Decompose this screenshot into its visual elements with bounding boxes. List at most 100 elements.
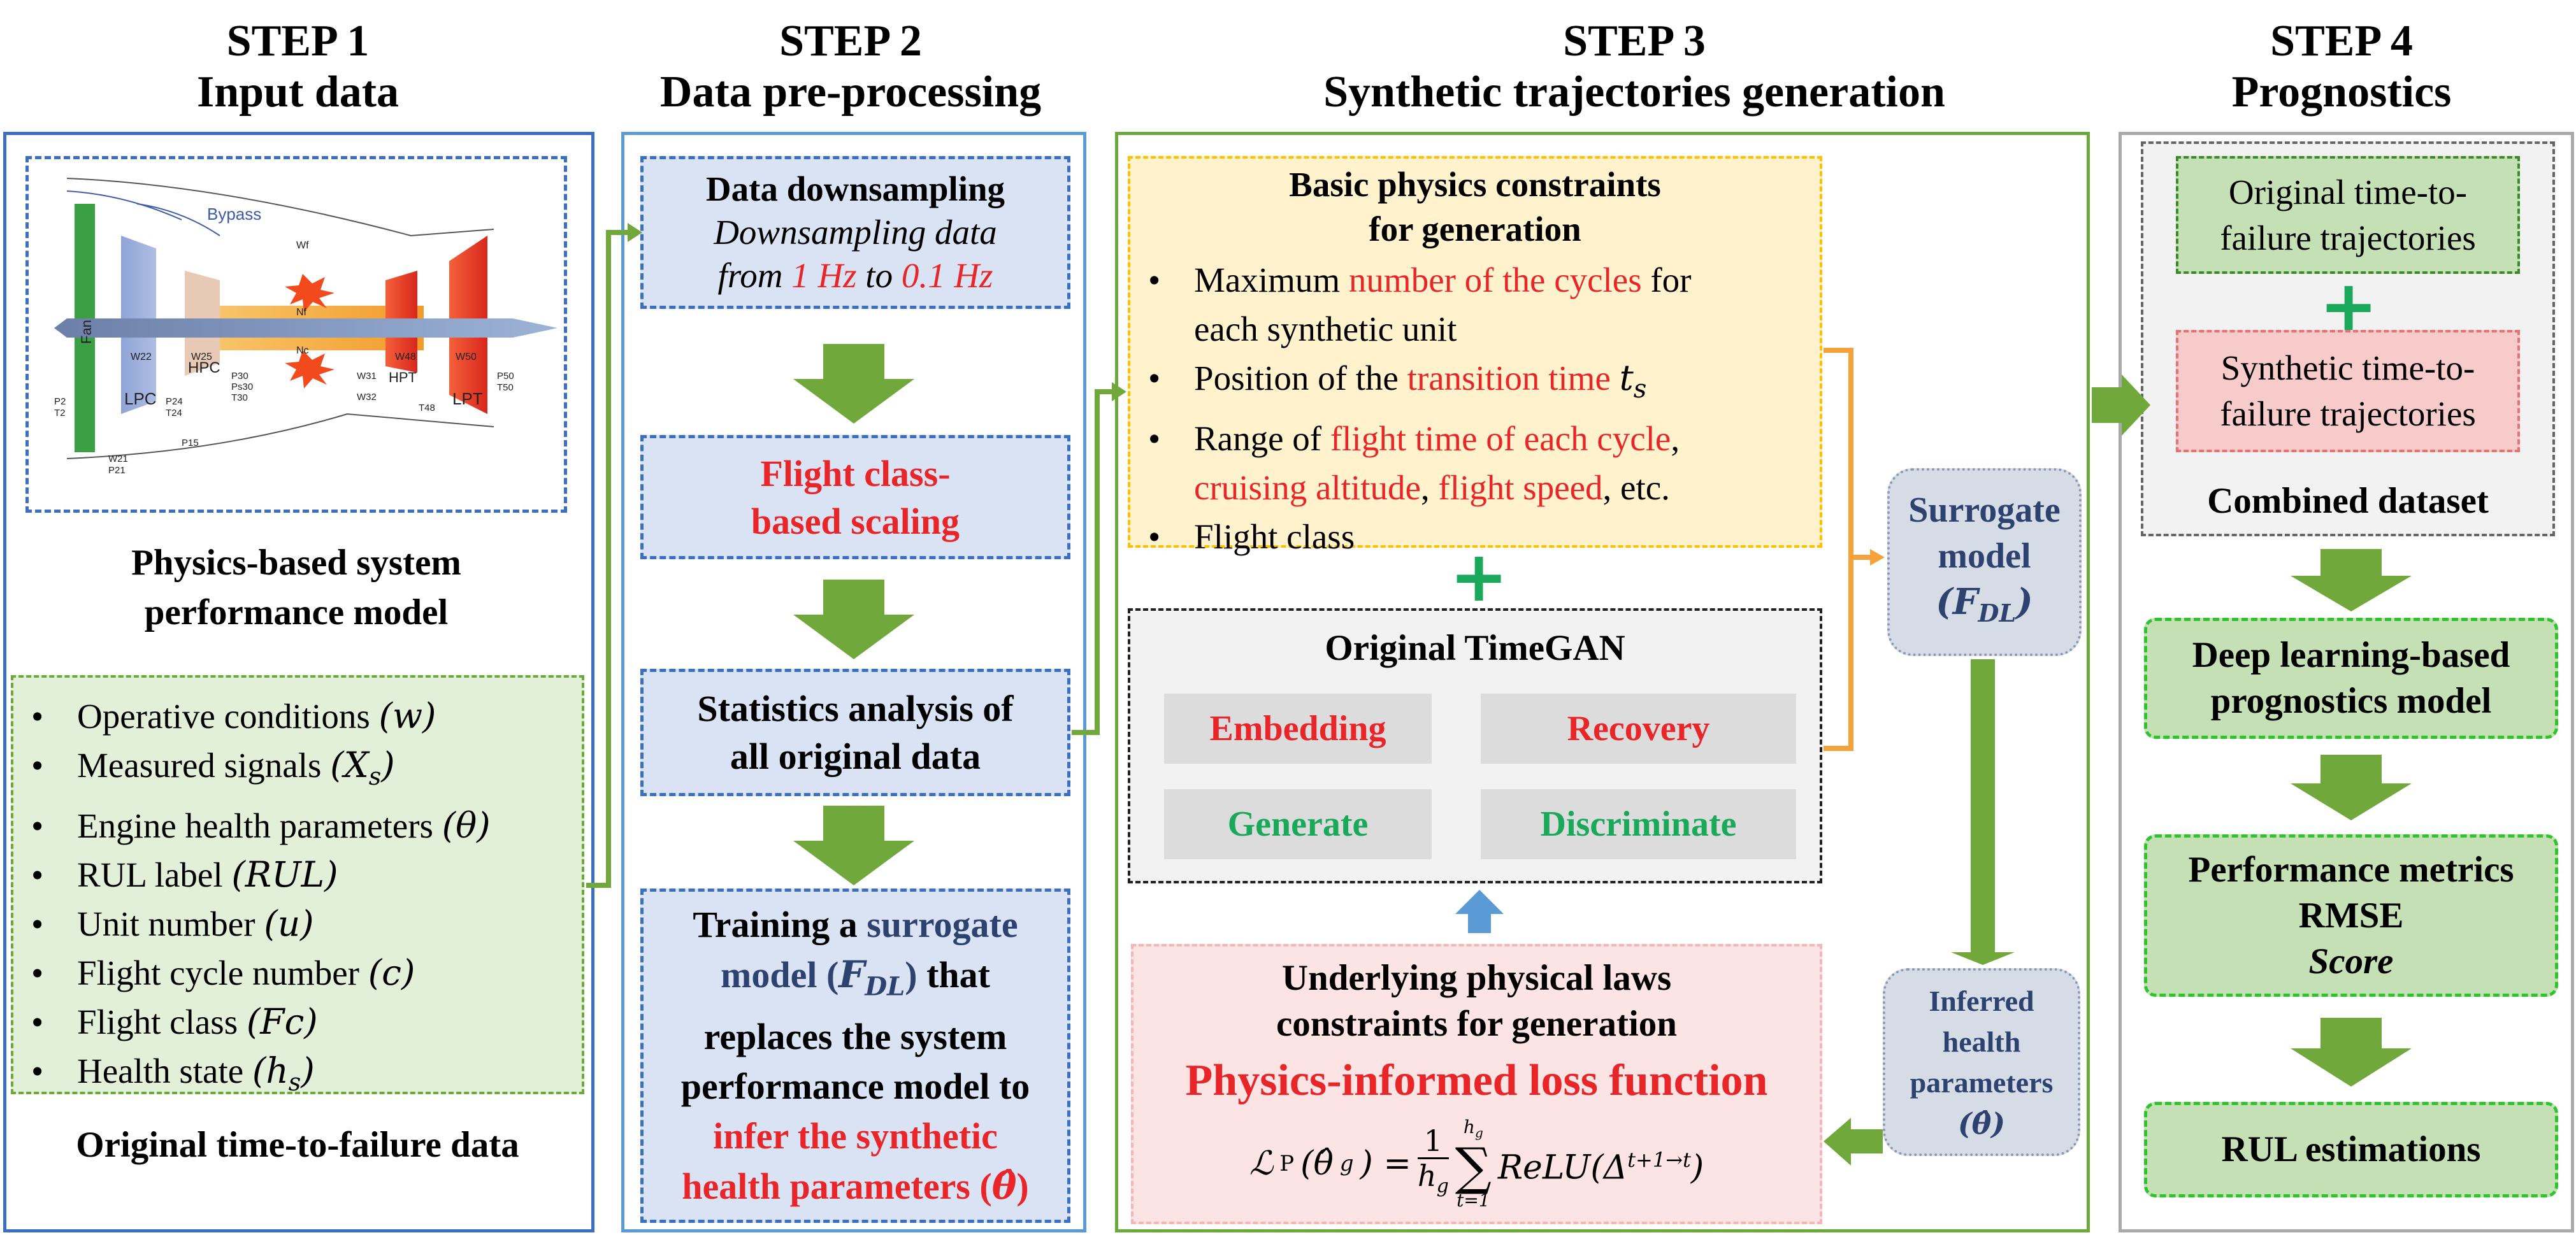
- timegan-generate: Generate: [1164, 789, 1432, 859]
- label-t2: T2: [54, 408, 66, 418]
- dl-l1: Deep learning-based: [2192, 635, 2510, 675]
- arrow-down-3: [793, 806, 914, 885]
- surrogate-l1: Surrogate: [1908, 490, 2061, 531]
- label-w48: W48: [395, 352, 416, 362]
- arrow-down-6: [2291, 1018, 2412, 1087]
- label-p50: P50: [497, 371, 514, 382]
- label-lpc: LPC: [124, 389, 157, 408]
- constraints-title-l2: for generation: [1369, 210, 1581, 248]
- training-l1: Training a surrogate: [693, 904, 1018, 946]
- downsampling-text: Downsampling data: [714, 213, 997, 252]
- connector-step2-step3: [1072, 389, 1112, 735]
- step1-heading: STEP 1 Input data: [0, 16, 596, 118]
- syn-l2: failure trajectories: [2220, 394, 2476, 433]
- step4-panel: [2119, 132, 2574, 1232]
- label-t50: T50: [497, 382, 514, 393]
- training-l3: replaces the system: [703, 1015, 1007, 1057]
- inferred-l2: health: [1942, 1025, 2021, 1058]
- label-hpc: HPC: [188, 359, 220, 376]
- step2-number: STEP 2: [779, 17, 922, 66]
- timegan-box: Original TimeGAN Embedding Recovery Gene…: [1128, 608, 1822, 883]
- arrow-down-1: [793, 344, 914, 424]
- physical-laws-box: Underlying physical laws constraints for…: [1131, 944, 1822, 1224]
- step4-heading: STEP 4 Prognostics: [2119, 16, 2565, 118]
- dl-prognostics-box: Deep learning-based prognostics model: [2144, 618, 2558, 739]
- loss-function-title: Physics-informed loss function: [1185, 1056, 1768, 1105]
- step3-panel: [1115, 132, 2090, 1232]
- input-item: Flight cycle number (c): [13, 948, 582, 997]
- arrow-inferred-to-loss: [1851, 1129, 1883, 1153]
- label-w21: W21: [108, 453, 128, 464]
- connector-step1-step2: [586, 230, 628, 888]
- label-bypass: Bypass: [207, 204, 261, 224]
- perf-l1: Performance metrics: [2188, 849, 2514, 890]
- label-p21: P21: [108, 465, 126, 476]
- step1-title: Input data: [196, 68, 399, 117]
- input-item: Engine health parameters (θ): [13, 801, 582, 850]
- performance-model-title-l2: performance model: [144, 592, 449, 632]
- step1-footer: Original time-to-failure data: [76, 1125, 519, 1165]
- original-trajectories-box: Original time-to- failure trajectories: [2176, 156, 2520, 274]
- input-list-box: Operative conditions (w) Measured signal…: [11, 675, 584, 1096]
- rul-estimations-box: RUL estimations: [2144, 1102, 2558, 1197]
- label-nf: Nf: [296, 307, 307, 318]
- performance-model-title-l1: Physics-based system: [131, 543, 461, 583]
- downsampling-rate: from 1 Hz to 0.1 Hz: [717, 256, 993, 295]
- label-w50: W50: [456, 352, 477, 362]
- arrow-up-blue: [1455, 890, 1504, 933]
- step1-number: STEP 1: [226, 17, 370, 66]
- timegan-discriminate: Discriminate: [1481, 789, 1796, 859]
- label-t30: T30: [231, 392, 248, 403]
- input-item: Measured signals (Xs): [13, 741, 582, 801]
- constraint-item: Flight class: [1130, 512, 1820, 561]
- label-w32: W32: [357, 392, 377, 403]
- inferred-l1: Inferred: [1929, 984, 2034, 1017]
- arrow-surrogate-to-inferred: [1971, 659, 1995, 955]
- statistics-analysis-box: Statistics analysis of all original data: [640, 669, 1070, 796]
- step1-panel: [3, 132, 594, 1232]
- input-item: Operative conditions (w): [13, 692, 582, 741]
- step4-title: Prognostics: [2231, 68, 2452, 117]
- engine-diagram-frame: [25, 156, 567, 513]
- surrogate-symbol: (FDL): [1936, 581, 2033, 628]
- input-item: Flight class (Fc): [13, 997, 582, 1046]
- timegan-embedding: Embedding: [1164, 694, 1432, 764]
- scaling-l2: based scaling: [751, 500, 960, 542]
- perf-l2: RMSE: [2298, 895, 2404, 936]
- step2-heading: STEP 2 Data pre-processing: [621, 16, 1080, 118]
- timegan-title: Original TimeGAN: [1325, 628, 1625, 668]
- syn-l1: Synthetic time-to-: [2220, 348, 2475, 387]
- combined-dataset-label: Combined dataset: [2207, 481, 2489, 521]
- plus-sign-step3: +: [1450, 536, 1509, 617]
- label-p24: P24: [166, 396, 183, 407]
- label-nc: Nc: [296, 345, 309, 356]
- input-item: RUL label (RUL): [13, 850, 582, 899]
- training-l4: performance model to: [680, 1065, 1030, 1107]
- input-item: Health state (hs): [13, 1046, 582, 1107]
- inferred-l3: parameters: [1910, 1066, 2054, 1099]
- dl-l2: prognostics model: [2210, 681, 2492, 721]
- arrow-down-2: [793, 580, 914, 659]
- plus-sign-step4: +: [2319, 265, 2378, 346]
- label-p30: P30: [231, 371, 248, 382]
- flight-class-scaling-box: Flight class- based scaling: [640, 435, 1070, 559]
- training-l2: model (FDL) that: [721, 953, 990, 1002]
- label-w25: W25: [191, 352, 212, 362]
- constraints-title: Basic physics constraints for generation: [1130, 162, 1820, 252]
- engine-diagram: Bypass Wf Fan LPC HPC HPT LPT Nf Nc W22 …: [54, 178, 558, 476]
- input-item: Unit number (u): [13, 899, 582, 948]
- label-p2: P2: [54, 396, 66, 407]
- laws-l2: constraints for generation: [1276, 1004, 1678, 1044]
- label-t24: T24: [166, 408, 182, 418]
- perf-l3: Score: [2308, 941, 2394, 982]
- label-fan: Fan: [78, 320, 94, 344]
- label-hpt: HPT: [389, 369, 417, 385]
- step2-title: Data pre-processing: [659, 68, 1042, 117]
- connector-orange-bracket: [1824, 348, 1853, 751]
- physical-laws-title: Underlying physical laws constraints for…: [1133, 955, 1820, 1047]
- synthetic-trajectories-box: Synthetic time-to- failure trajectories: [2176, 330, 2520, 452]
